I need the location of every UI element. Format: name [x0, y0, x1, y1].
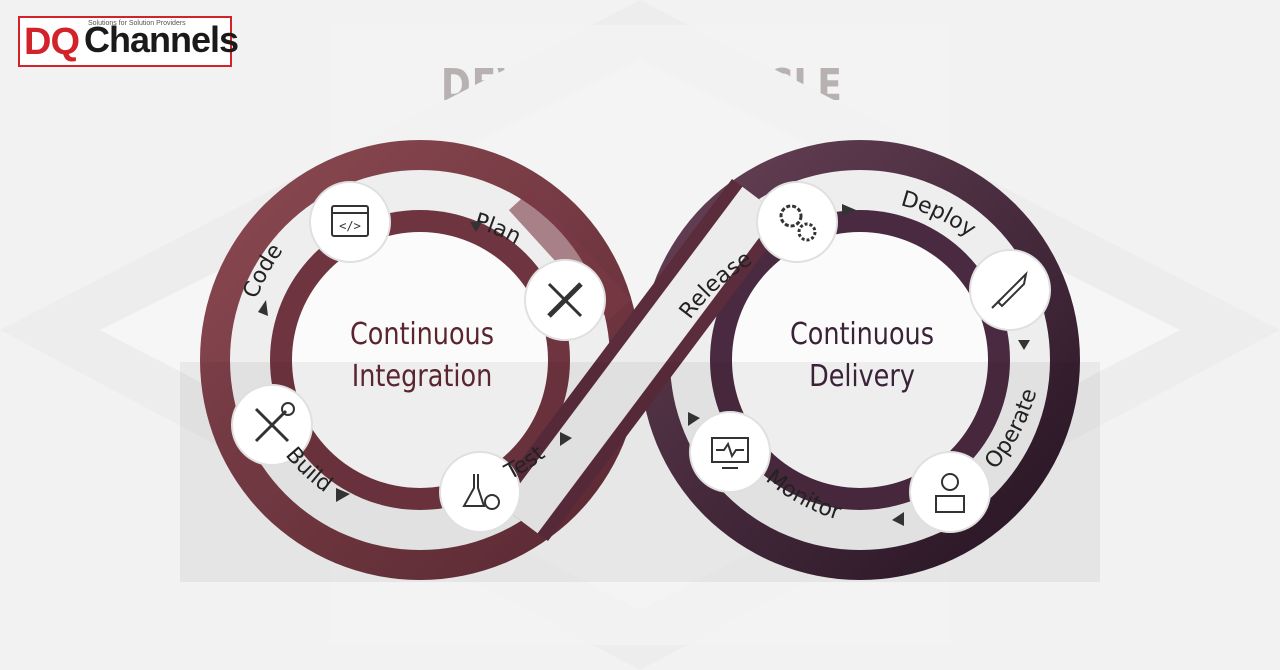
code-window-icon: </>: [309, 181, 391, 263]
cd-label-line2: Delivery: [809, 359, 915, 394]
pencil-ruler-icon: [524, 259, 606, 341]
logo-tagline: Solutions for Solution Providers: [88, 20, 186, 27]
logo-dq: DQ: [24, 21, 80, 63]
arrow-test: [560, 432, 572, 446]
dq-channels-logo: Solutions for Solution Providers DQ Chan…: [18, 16, 239, 67]
rocket-icon: [969, 249, 1051, 331]
monitor-pulse-icon: [689, 411, 771, 493]
person-laptop-icon: [909, 451, 991, 533]
arrow-code: [258, 300, 268, 316]
svg-text:</>: </>: [339, 219, 361, 233]
stage-icons: </>: [231, 181, 1051, 533]
cd-label-line1: Continuous: [789, 317, 935, 352]
arrow-release: [842, 204, 856, 216]
continuous-integration-label: Continuous Integration: [337, 314, 507, 398]
arrow-deploy: [1018, 340, 1030, 350]
continuous-delivery-label: Continuous Delivery: [777, 314, 947, 398]
wrench-screwdriver-icon: [231, 384, 313, 466]
flask-gear-icon: [439, 451, 521, 533]
arrow-operate: [892, 512, 904, 526]
ci-label-line1: Continuous: [349, 317, 495, 352]
arrow-build: [336, 488, 350, 502]
arrow-monitor: [688, 412, 700, 426]
ci-label-line2: Integration: [351, 359, 493, 394]
gears-icon: [756, 181, 838, 263]
logo-channels: Channels: [84, 19, 239, 60]
flow-arrows: [258, 204, 1030, 526]
arrow-plan: [470, 222, 482, 232]
